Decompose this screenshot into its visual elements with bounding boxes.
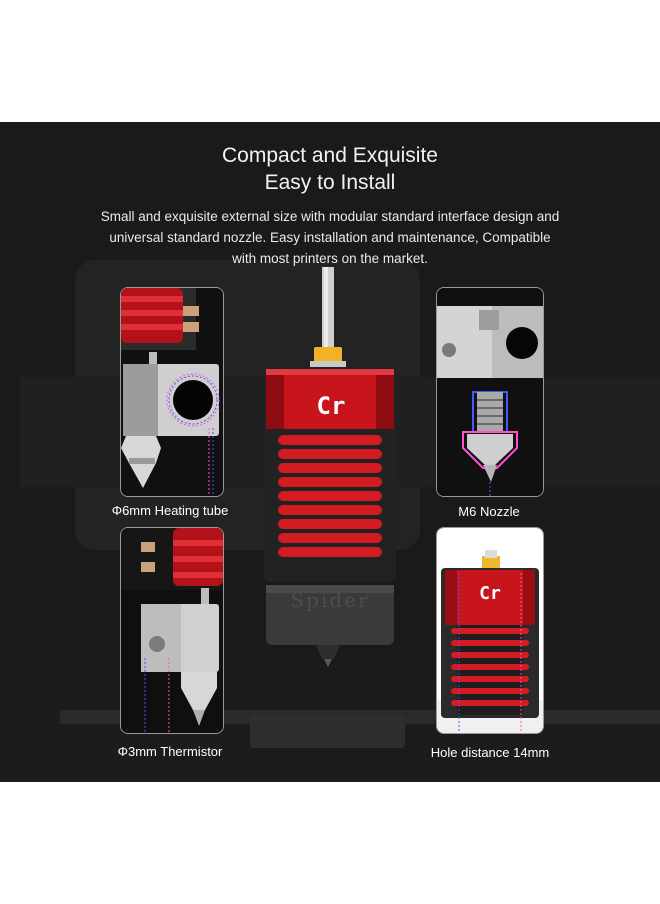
heating-tube-panel bbox=[120, 287, 224, 497]
product-banner: Compact and Exquisite Easy to Install Sm… bbox=[0, 122, 660, 782]
headline-line-1: Compact and Exquisite bbox=[222, 144, 438, 167]
thermistor-closeup-image bbox=[121, 528, 223, 733]
small-heatsink-label: Cr bbox=[479, 583, 501, 604]
caption-hole-distance: Hole distance 14mm bbox=[430, 745, 550, 760]
heatsink-label: Cr bbox=[316, 392, 346, 420]
description-line-3: with most printers on the market. bbox=[232, 251, 428, 266]
caption-nozzle: M6 Nozzle bbox=[458, 504, 520, 519]
hole-distance-closeup-image bbox=[437, 528, 543, 733]
heating-tube-closeup-image bbox=[121, 288, 223, 496]
caption-heating-tube: Φ6mm Heating tube bbox=[111, 503, 229, 518]
hole-distance-panel: Cr bbox=[436, 527, 544, 734]
silicone-sock-label: Spider bbox=[290, 588, 370, 612]
description-line-2: universal standard nozzle. Easy installa… bbox=[109, 230, 551, 245]
nozzle-panel bbox=[436, 287, 544, 497]
caption-thermistor: Φ3mm Thermistor bbox=[117, 744, 223, 759]
thermistor-panel bbox=[120, 527, 224, 734]
nozzle-closeup-image bbox=[437, 288, 543, 496]
description: Small and exquisite external size with m… bbox=[90, 206, 570, 269]
description-line-1: Small and exquisite external size with m… bbox=[100, 209, 560, 224]
hotend-illustration bbox=[264, 267, 396, 667]
headline-line-2: Easy to Install bbox=[264, 171, 396, 194]
